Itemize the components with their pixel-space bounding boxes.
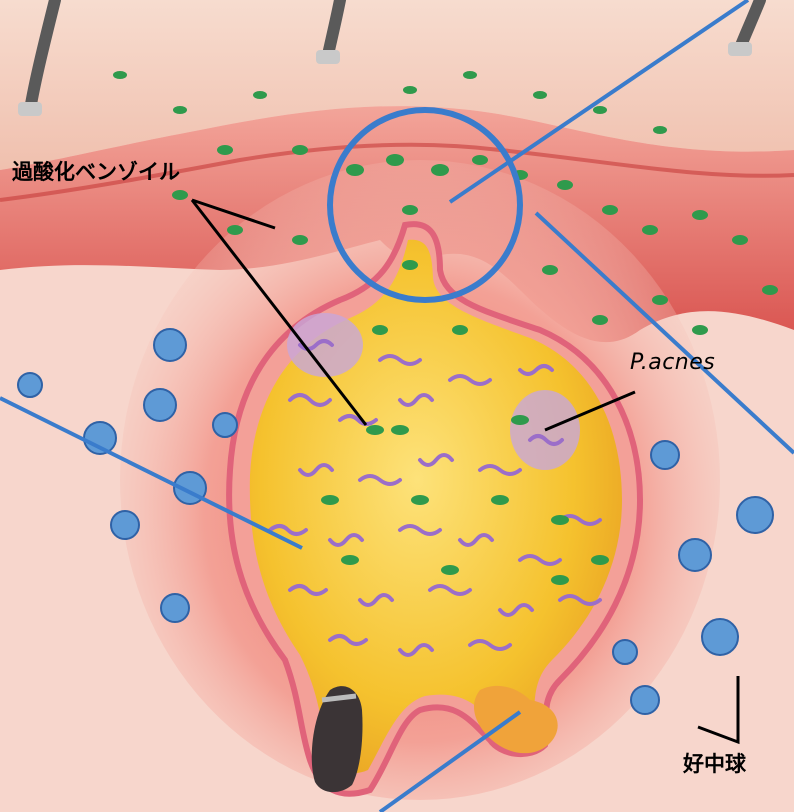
- p-acnes-label: P.acnes: [630, 352, 715, 374]
- neutrophil-label: 好中球: [683, 754, 746, 775]
- benzoyl-peroxide-label: 過酸化ベンゾイル: [12, 162, 180, 183]
